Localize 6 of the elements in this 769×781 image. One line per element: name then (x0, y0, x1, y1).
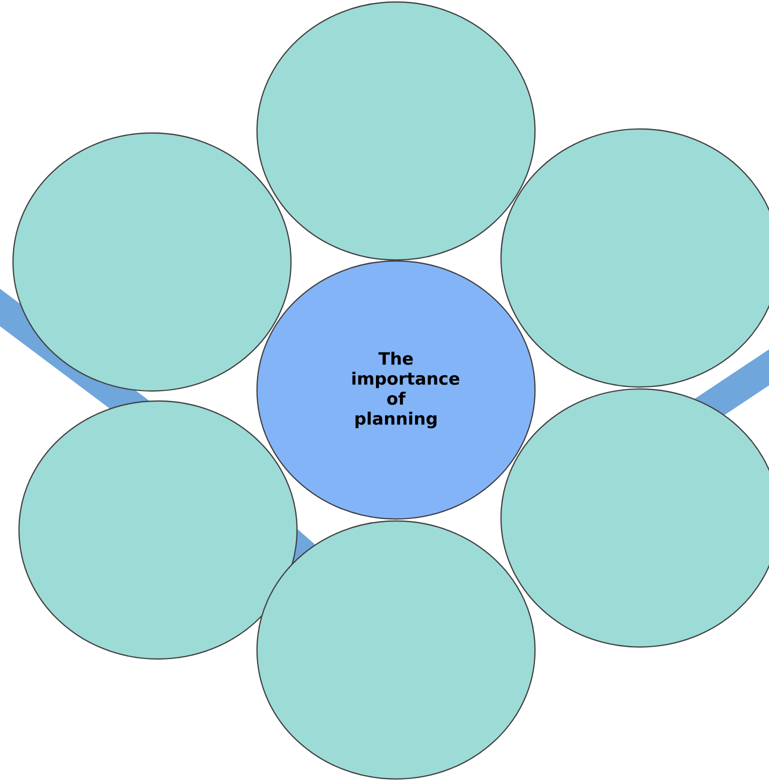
empty-ellipse (18, 400, 298, 660)
empty-ellipse (256, 520, 536, 780)
empty-ellipse (500, 128, 769, 388)
empty-ellipse (12, 132, 292, 392)
empty-ellipse (500, 388, 769, 648)
empty-ellipse (256, 1, 536, 261)
